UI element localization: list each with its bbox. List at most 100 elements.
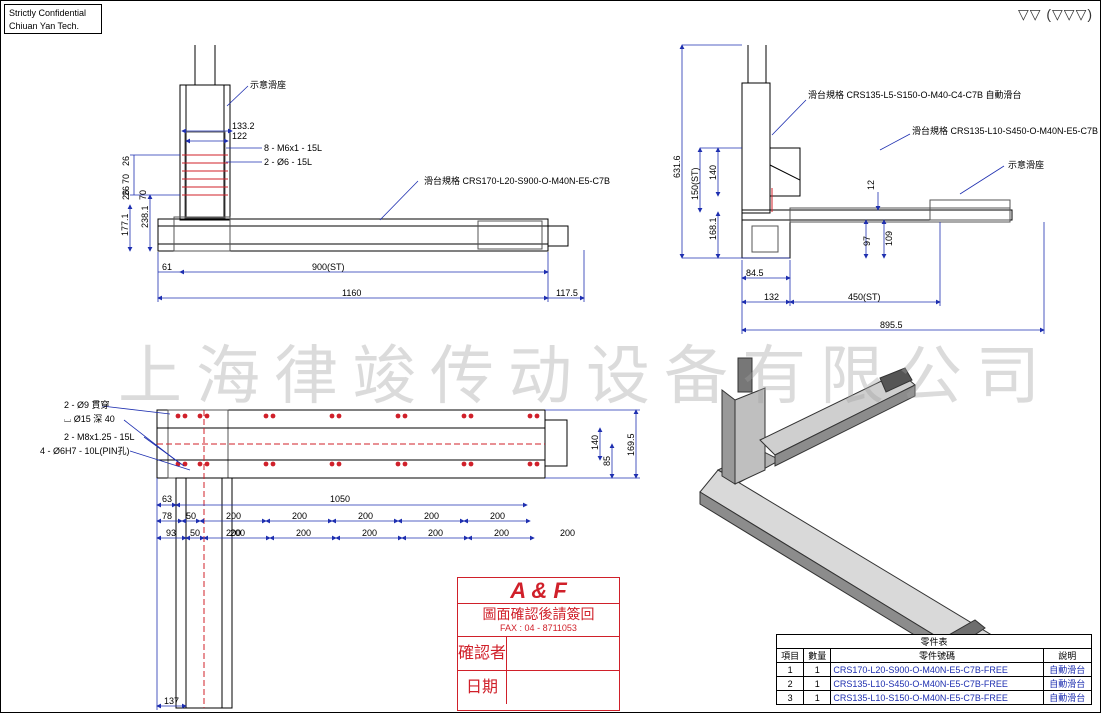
front-view: [157, 45, 569, 252]
dim-text: 122: [232, 131, 247, 141]
side-callout: 示意滑座: [1008, 159, 1044, 170]
isometric-view: [699, 357, 1001, 673]
dim-text: 200: [362, 528, 377, 538]
dim-text: 70: [121, 174, 131, 184]
dim-text: 238.1: [140, 205, 150, 228]
confirm-row: 確認者: [458, 637, 619, 671]
side-view-dimensions: [679, 44, 1045, 334]
stamp-message: 圖面確認後請簽回: [482, 606, 595, 622]
row-item: 1: [775, 662, 805, 677]
row-item: 2: [775, 676, 805, 691]
parts-table: 零件表 項目 數量 零件號碼 說明 1 1 CRS170-L20-S900-O-…: [775, 634, 1093, 705]
row-desc: 自動滑台: [1042, 676, 1093, 691]
date-label: 日期: [458, 671, 507, 704]
dim-text: 93: [166, 528, 176, 538]
confirm-signature-field: [507, 637, 619, 670]
dim-text: 117.5: [556, 288, 578, 298]
front-callout: 滑台規格 CRS170-L20-S900-O-M40N-E5-C7B: [424, 175, 610, 186]
dim-text: 140: [708, 165, 718, 180]
dim-text: 137: [164, 696, 179, 706]
row-qty: 1: [803, 676, 832, 691]
dim-text: 200: [226, 528, 241, 538]
side-callout: 滑台規格 CRS135-L10-S450-O-M40N-E5-C7B: [912, 125, 1098, 136]
stamp-brand: A & F: [458, 578, 619, 604]
dim-text: 63: [162, 494, 172, 504]
dim-text: 450(ST): [848, 292, 881, 302]
dim-text: 200: [230, 528, 245, 538]
top-view-dimensions: [101, 405, 640, 710]
row-item: 3: [775, 690, 805, 705]
dim-text: 200: [358, 511, 373, 521]
dim-text: 200: [424, 511, 439, 521]
confidentiality-box: Strictly Confidential Chiuan Yan Tech.: [4, 4, 102, 34]
approval-stamp: A & F 圖面確認後請簽回 FAX : 04 - 8711053 確認者 日期: [457, 577, 620, 711]
dim-text: 50: [186, 511, 196, 521]
front-view-dimensions: [127, 85, 585, 302]
top-view: [156, 409, 568, 709]
side-callout: 滑台規格 CRS135-L5-S150-O-M40-C4-C7B 自動滑台: [808, 89, 1022, 100]
row-part: CRS135-L10-S450-O-M40N-E5-C7B-FREE: [830, 676, 1044, 691]
dim-text: 168.1: [708, 217, 718, 240]
dim-text: 26: [121, 156, 131, 166]
dim-text: 133.2: [232, 121, 255, 131]
dim-text: 61: [162, 262, 172, 272]
date-row: 日期: [458, 671, 619, 704]
stamp-fax: FAX : 04 - 8711053: [458, 623, 619, 637]
dim-text: 200: [292, 511, 307, 521]
row-desc: 自動滑台: [1042, 690, 1093, 705]
col-part: 零件號碼: [830, 648, 1044, 663]
dim-text: 85: [602, 456, 612, 466]
row-qty: 1: [803, 690, 832, 705]
dim-text: 12: [866, 180, 876, 190]
dim-text: 132: [764, 292, 779, 302]
dim-text: 900(ST): [312, 262, 345, 272]
dim-text: 169.5: [626, 433, 636, 456]
confidential-label: Strictly Confidential: [9, 8, 87, 18]
col-item: 項目: [775, 648, 805, 663]
dim-text: 631.6: [672, 155, 682, 178]
dim-text: 26: [121, 190, 131, 200]
dim-text: 200: [490, 511, 505, 521]
top-callout: 2 - Ø9 貫穿: [64, 399, 110, 410]
dim-text: 97: [862, 236, 872, 246]
dim-text: 50: [190, 528, 200, 538]
dim-text: 84.5: [746, 268, 764, 278]
company-name: Chiuan Yan Tech.: [9, 21, 80, 31]
parts-table-caption: 零件表: [776, 634, 1092, 649]
table-row: 3 1 CRS135-L10-S150-O-M40N-E5-C7B-FREE 自…: [775, 690, 1093, 705]
row-desc: 自動滑台: [1042, 662, 1093, 677]
top-callout: 2 - M8x1.25 - 15L: [64, 432, 135, 442]
dim-text: 109: [884, 231, 894, 246]
date-field: [507, 671, 619, 704]
dim-text: 200: [428, 528, 443, 538]
dim-text: 895.5: [880, 320, 903, 330]
row-part: CRS135-L10-S150-O-M40N-E5-C7B-FREE: [830, 690, 1044, 705]
dim-text: 26: [121, 186, 131, 196]
table-row: 2 1 CRS135-L10-S450-O-M40N-E5-C7B-FREE 自…: [775, 676, 1093, 691]
dim-text: 200: [296, 528, 311, 538]
front-callout: 2 - Ø6 - 15L: [264, 157, 312, 167]
dim-text: 70: [138, 190, 148, 200]
col-qty: 數量: [803, 648, 832, 663]
top-callout: 4 - Ø6H7 - 10L(PIN孔): [40, 446, 130, 456]
dim-text: 177.1: [120, 213, 130, 236]
col-desc: 說明: [1042, 648, 1093, 663]
table-row: 1 1 CRS170-L20-S900-O-M40N-E5-C7B-FREE 自…: [775, 662, 1093, 677]
front-callout: 8 - M6x1 - 15L: [264, 143, 322, 153]
surface-finish-symbol: ▽▽ (▽▽▽): [1017, 6, 1093, 22]
dim-text: 200: [494, 528, 509, 538]
row-part: CRS170-L20-S900-O-M40N-E5-C7B-FREE: [830, 662, 1044, 677]
row-qty: 1: [803, 662, 832, 677]
dim-text: 78: [162, 511, 172, 521]
dim-text: 140: [590, 435, 600, 450]
dim-text: 1160: [342, 288, 361, 298]
dim-text: 150(ST): [690, 167, 700, 200]
top-callout: ⌴ Ø15 深 40: [64, 414, 115, 424]
dim-text: 200: [226, 511, 241, 521]
confirm-label: 確認者: [458, 637, 507, 670]
front-callout: 示意滑座: [250, 79, 286, 90]
dim-text: 1050: [330, 494, 350, 504]
